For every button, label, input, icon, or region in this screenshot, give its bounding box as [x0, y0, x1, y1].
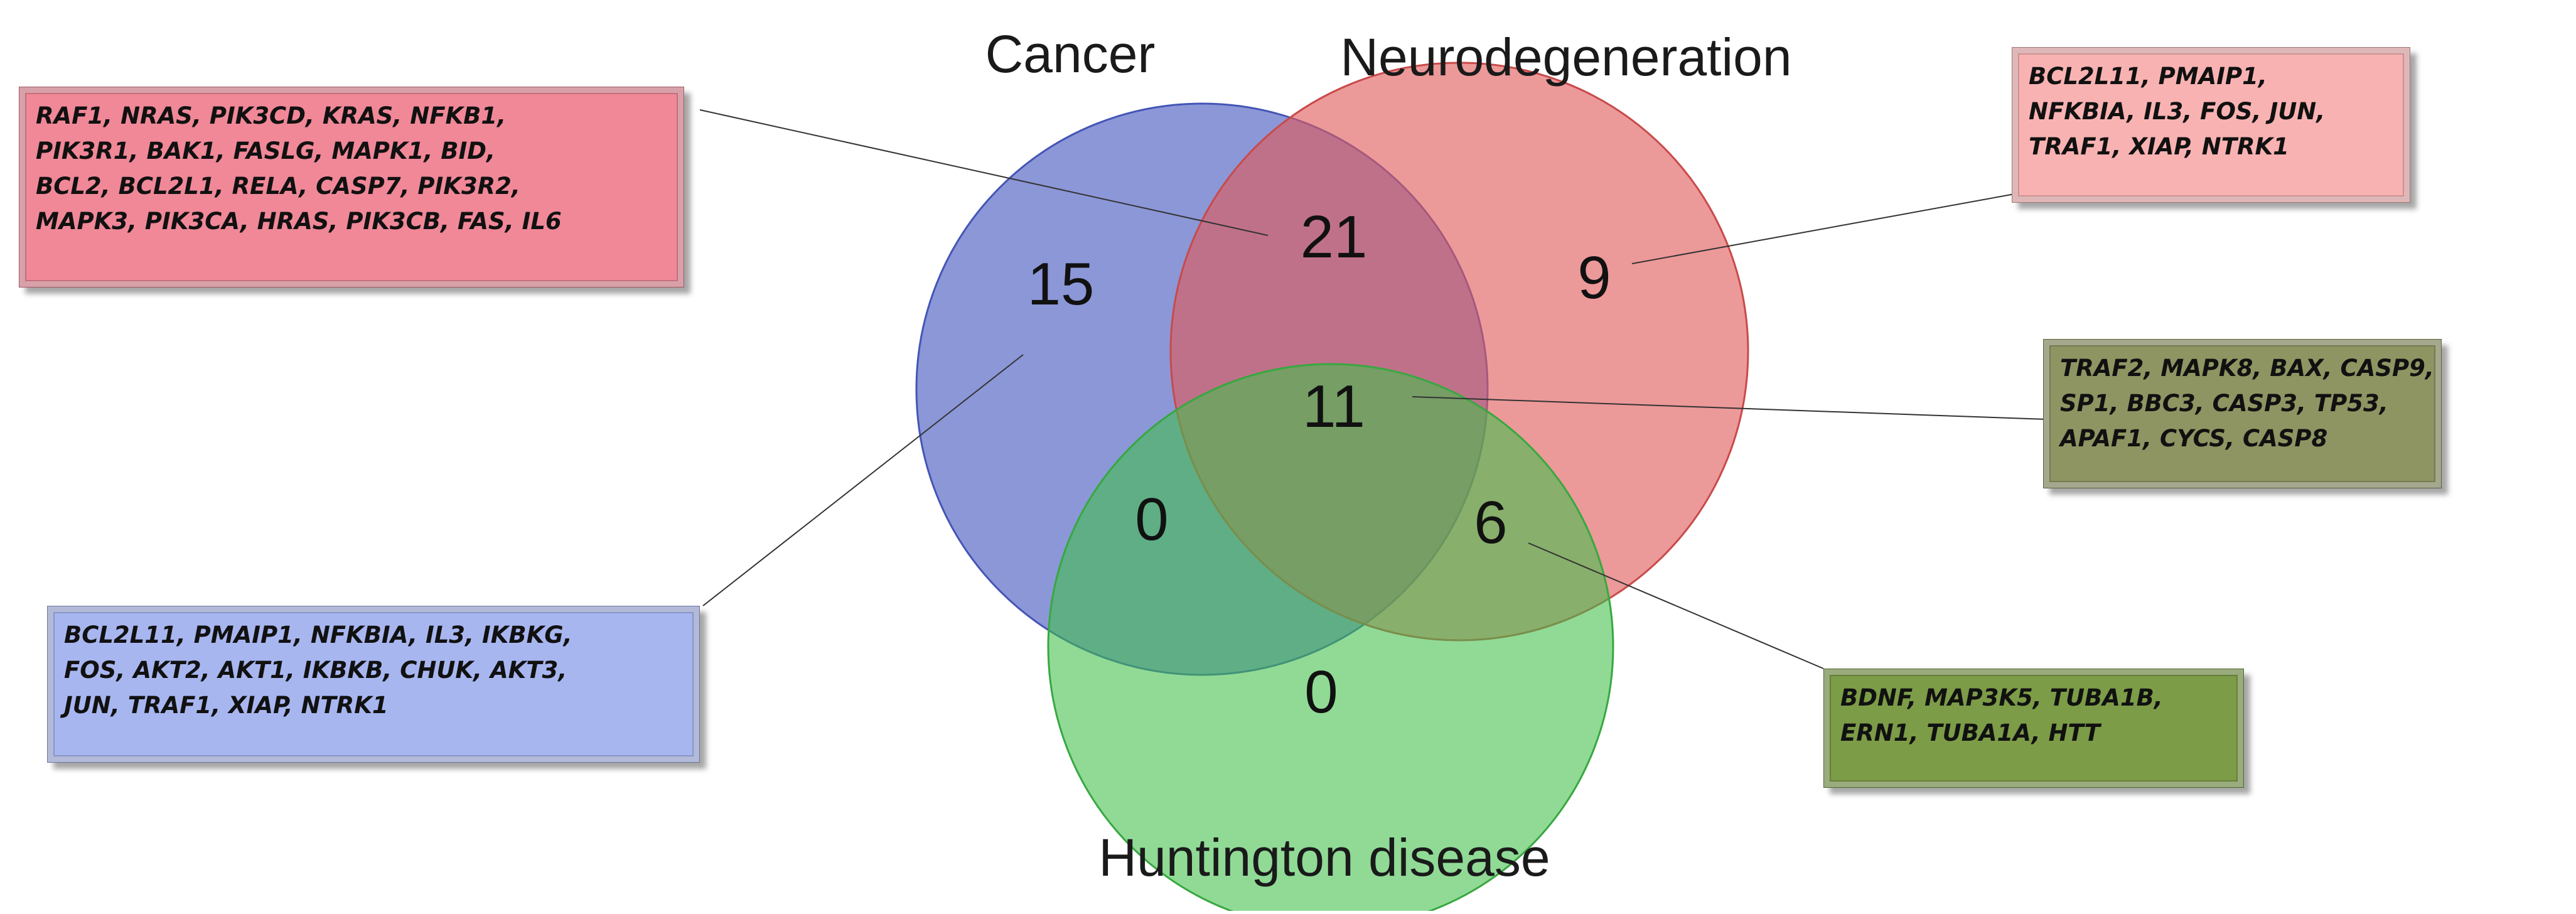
gene-line: BCL2, BCL2L1, RELA, CASP7, PIK3R2,	[36, 173, 520, 200]
gene-list-neuro-only: BCL2L11, PMAIP1, NFKBIA, IL3, FOS, JUN, …	[2012, 47, 2410, 203]
gene-list-all-three: TRAF2, MAPK8, BAX, CASP9, SP1, BBC3, CAS…	[2043, 339, 2442, 488]
gene-line: NFKBIA, IL3, FOS, JUN,	[2029, 98, 2326, 125]
count-neuro-huntington: 6	[1474, 489, 1507, 556]
gene-line: ERN1, TUBA1A, HTT	[1840, 719, 2100, 746]
leader-line-cancer-only	[702, 354, 1024, 606]
count-cancer-neuro: 21	[1301, 203, 1368, 271]
gene-list-cancer-only: BCL2L11, PMAIP1, NFKBIA, IL3, IKBKG, FOS…	[47, 606, 700, 763]
gene-line: PIK3R1, BAK1, FASLG, MAPK1, BID,	[36, 137, 495, 164]
gene-line: SP1, BBC3, CASP3, TP53,	[2060, 390, 2388, 417]
count-all-three: 11	[1302, 373, 1365, 440]
leader-line-cancer-neuro	[699, 109, 1269, 236]
huntington-circle	[1047, 363, 1614, 914]
gene-line: RAF1, NRAS, PIK3CD, KRAS, NFKB1,	[36, 102, 507, 129]
count-huntington-only: 0	[1304, 659, 1338, 726]
gene-line: BCL2L11, PMAIP1, NFKBIA, IL3, IKBKG,	[64, 621, 572, 648]
gene-list-neuro-huntington: BDNF, MAP3K5, TUBA1B, ERN1, TUBA1A, HTT	[1823, 669, 2244, 788]
leader-line-neuro-only	[1631, 193, 2019, 264]
leader-line-neuro-huntington	[1528, 542, 1824, 669]
gene-line: JUN, TRAF1, XIAP, NTRK1	[64, 692, 389, 719]
gene-line: FOS, AKT2, AKT1, IKBKB, CHUK, AKT3,	[64, 657, 567, 684]
gene-line: MAPK3, PIK3CA, HRAS, PIK3CB, FAS, IL6	[36, 208, 562, 235]
gene-line: TRAF2, MAPK8, BAX, CASP9,	[2060, 355, 2434, 382]
count-neuro-only: 9	[1577, 244, 1611, 311]
gene-line: TRAF1, XIAP, NTRK1	[2029, 133, 2289, 160]
count-cancer-only: 15	[1028, 250, 1095, 318]
cancer-label: Cancer	[985, 24, 1156, 83]
gene-list-cancer-neuro: RAF1, NRAS, PIK3CD, KRAS, NFKB1, PIK3R1,…	[19, 87, 684, 288]
gene-line: BDNF, MAP3K5, TUBA1B,	[1840, 684, 2163, 711]
gene-line: APAF1, CYCS, CASP8	[2060, 425, 2328, 452]
leader-line-all-three	[1412, 396, 2047, 420]
neurodegeneration-label: Neurodegeneration	[1340, 28, 1791, 87]
count-cancer-huntington: 0	[1135, 486, 1168, 553]
gene-line: BCL2L11, PMAIP1,	[2029, 63, 2267, 90]
huntington-label: Huntington disease	[1098, 828, 1550, 887]
